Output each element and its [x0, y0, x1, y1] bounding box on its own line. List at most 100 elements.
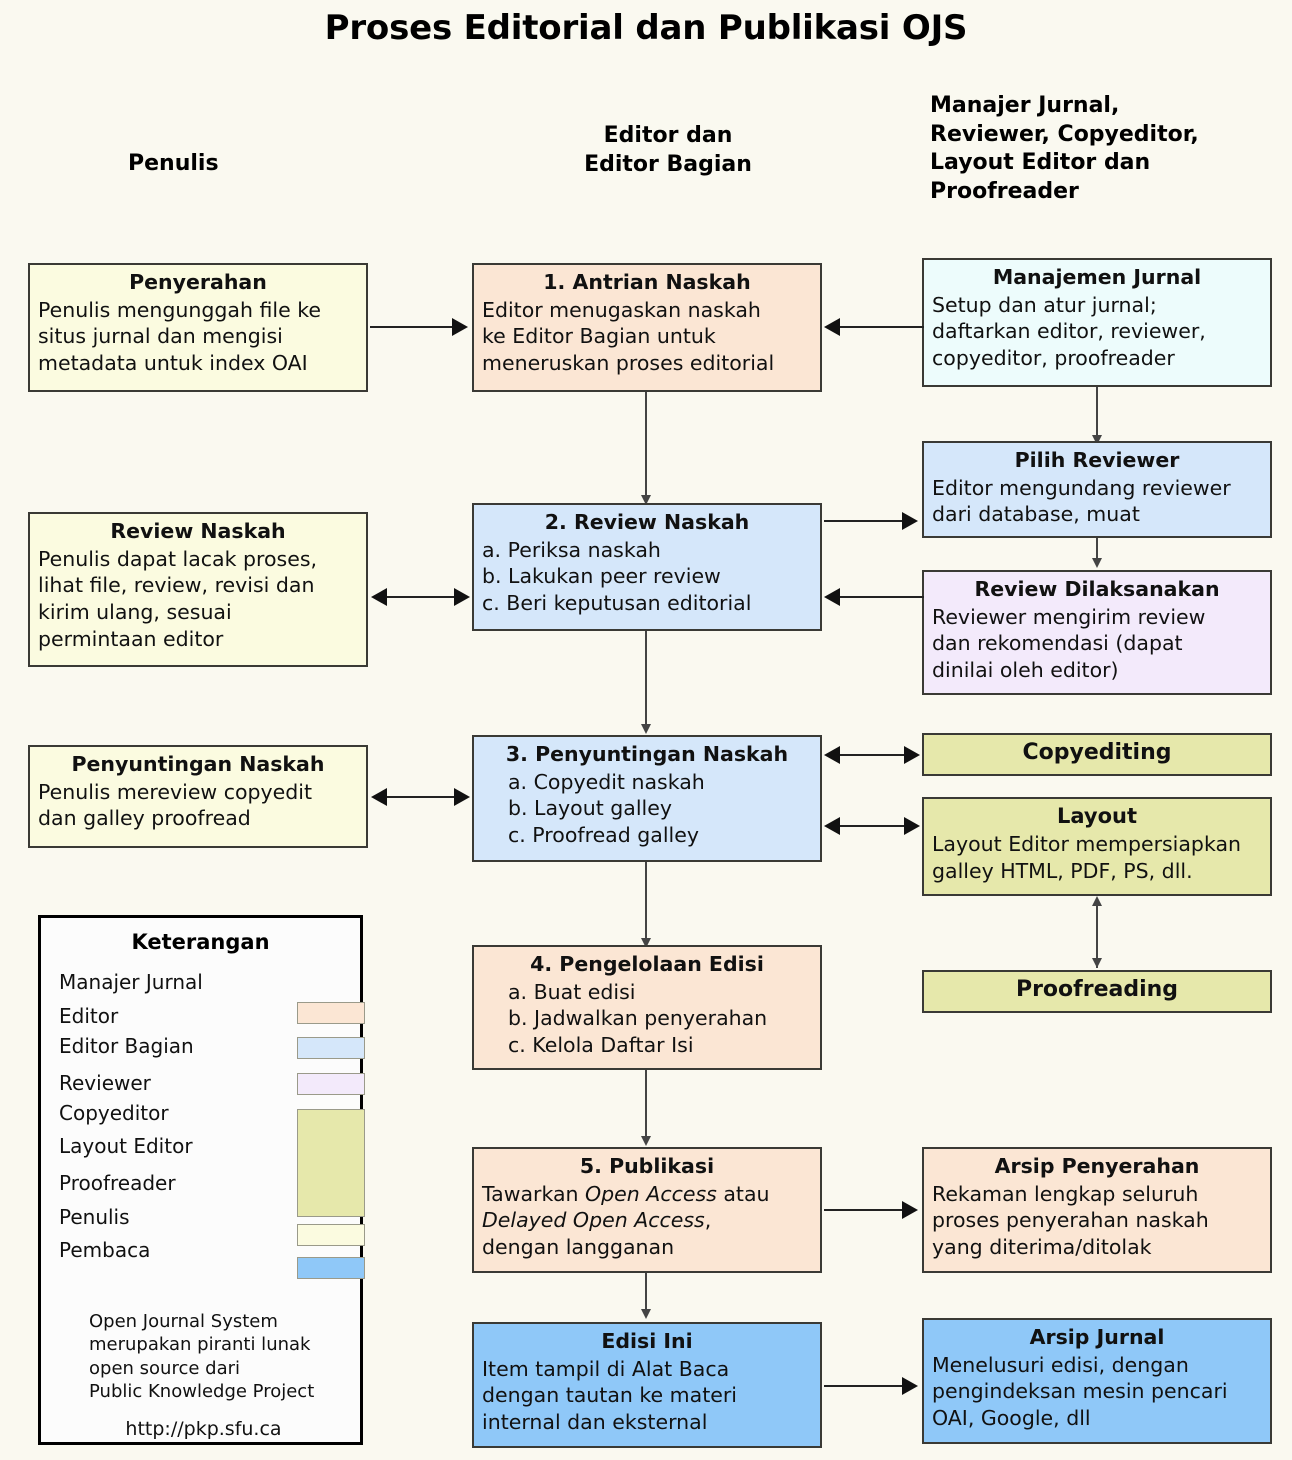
connector-layout-proofreading	[1096, 900, 1098, 968]
legend-title: Keterangan	[131, 930, 270, 954]
connector-penyuntingan-pengelolaan	[645, 862, 647, 940]
box-review-naskah[interactable]: 2. Review Naskah a. Periksa naskah b. La…	[472, 503, 822, 631]
box-edisi-ini-title: Edisi Ini	[601, 1329, 693, 1353]
box-edisi-ini-line3: internal dan eksternal	[482, 1409, 708, 1434]
column-heading-editor-line1: Editor dan	[603, 123, 733, 148]
arrowhead-publikasi-arsip	[902, 1201, 918, 1219]
arrowhead-layout-left	[824, 817, 840, 835]
connector-manajemen-antrian	[840, 326, 924, 328]
connector-publikasi-edisiini	[645, 1273, 647, 1311]
legend-swatch-pembaca	[297, 1257, 365, 1279]
connector-antrian-review	[645, 392, 647, 497]
box-arsip-jurnal[interactable]: Arsip Jurnal Menelusuri edisi, dengan pe…	[922, 1318, 1272, 1444]
box-pengelolaan-edisi-line3: c. Kelola Daftar Isi	[508, 1032, 694, 1057]
box-layout[interactable]: Layout Layout Editor mempersiapkan galle…	[922, 797, 1272, 896]
box-review-naskah-line2: b. Lakukan peer review	[482, 564, 721, 589]
arrowhead-penyerahan-antrian	[452, 318, 468, 336]
arrowhead-reviewpenulis-left	[371, 588, 387, 606]
box-penyuntingan-naskah-title: 3. Penyuntingan Naskah	[505, 742, 789, 766]
page-title: Proses Editorial dan Publikasi OJS	[324, 8, 968, 48]
connector-penyerahan-antrian	[370, 326, 454, 328]
legend-swatch-penulis	[297, 1224, 365, 1246]
legend-note-line4: Public Knowledge Project	[89, 1381, 315, 1403]
arrowhead-penyuntinganpenulis-right	[454, 788, 470, 806]
box-layout-line2: galley HTML, PDF, PS, dll.	[932, 858, 1193, 883]
arrowhead-copyediting-left	[824, 746, 840, 764]
box-review-naskah-penulis-title: Review Naskah	[110, 519, 286, 543]
box-publikasi-title: 5. Publikasi	[579, 1154, 715, 1178]
box-review-naskah-penulis-line4: permintaan editor	[38, 626, 224, 651]
arrowhead-publikasi-edisiini	[641, 1309, 651, 1319]
box-manajemen-jurnal[interactable]: Manajemen Jurnal Setup dan atur jurnal; …	[922, 258, 1272, 387]
box-publikasi-line1-emphasis: Open Access	[585, 1181, 717, 1206]
box-publikasi-line3: dengan langganan	[482, 1234, 675, 1259]
box-publikasi-line2-b: ,	[704, 1208, 712, 1233]
box-layout-title: Layout	[1056, 804, 1137, 828]
box-penyuntingan-naskah[interactable]: 3. Penyuntingan Naskah a. Copyedit naska…	[472, 735, 822, 862]
column-heading-manajer: Manajer Jurnal, Reviewer, Copyeditor, La…	[930, 92, 1290, 206]
arrowhead-review-pilihreviewer	[902, 512, 918, 530]
box-manajemen-jurnal-line2: daftarkan editor, reviewer,	[932, 319, 1206, 344]
legend-swatch-copyeditor-layout-proofreader	[297, 1109, 365, 1217]
connector-pengelolaan-publikasi	[645, 1070, 647, 1138]
legend-swatch-reviewer	[297, 1073, 365, 1095]
arrowhead-penyuntingan-pengelolaan	[641, 938, 651, 948]
arrowhead-copyediting-right	[904, 746, 920, 764]
box-manajemen-jurnal-line1: Setup dan atur jurnal;	[932, 292, 1157, 317]
box-edisi-ini[interactable]: Edisi Ini Item tampil di Alat Baca denga…	[472, 1322, 822, 1448]
connector-reviewdilaksanakan-review	[840, 596, 924, 598]
box-arsip-jurnal-line2: pengindeksan mesin pencari	[932, 1379, 1228, 1404]
legend-swatch-editor	[297, 1002, 365, 1024]
box-antrian-naskah[interactable]: 1. Antrian Naskah Editor menugaskan nask…	[472, 263, 822, 392]
box-pilih-reviewer-title: Pilih Reviewer	[1014, 448, 1180, 472]
arrowhead-layout-proofreading-up	[1092, 896, 1102, 906]
box-arsip-penyerahan-line2: proses penyerahan naskah	[932, 1208, 1209, 1233]
legend-url[interactable]: http://pkp.sfu.ca	[125, 1418, 282, 1440]
box-proofreading-title: Proofreading	[1015, 977, 1179, 1003]
arrowhead-manajemen-antrian	[824, 318, 840, 336]
legend-row-reviewer: Reviewer	[59, 1071, 151, 1095]
box-publikasi-line1-b: atau	[716, 1181, 770, 1206]
box-penyerahan[interactable]: Penyerahan Penulis mengunggah file ke si…	[28, 263, 368, 392]
box-penyuntingan-penulis-line1: Penulis mereview copyedit	[38, 779, 313, 804]
box-pengelolaan-edisi[interactable]: 4. Pengelolaan Edisi a. Buat edisi b. Ja…	[472, 945, 822, 1070]
box-copyediting[interactable]: Copyediting	[922, 733, 1272, 776]
box-arsip-jurnal-title: Arsip Jurnal	[1029, 1325, 1165, 1349]
column-heading-manajer-line2: Reviewer, Copyeditor,	[930, 121, 1199, 147]
connector-manajemen-pilihreviewer	[1096, 387, 1098, 437]
box-edisi-ini-line2: dengan tautan ke materi	[482, 1383, 737, 1408]
box-review-dilaksanakan[interactable]: Review Dilaksanakan Reviewer mengirim re…	[922, 570, 1272, 695]
box-antrian-naskah-line2: ke Editor Bagian untuk	[482, 324, 716, 349]
box-penyerahan-line3: metadata untuk index OAI	[38, 350, 308, 375]
box-penyerahan-title: Penyerahan	[129, 270, 267, 294]
box-arsip-jurnal-line1: Menelusuri edisi, dengan	[932, 1352, 1189, 1377]
legend-row-penulis: Penulis	[59, 1205, 130, 1229]
box-copyediting-title: Copyediting	[1022, 740, 1172, 766]
box-review-dilaksanakan-line2: dan rekomendasi (dapat	[932, 631, 1183, 656]
arrowhead-layout-right	[904, 817, 920, 835]
arrowhead-reviewpenulis-right	[454, 588, 470, 606]
box-review-naskah-penulis-line2: lihat file, review, revisi dan	[38, 573, 315, 598]
box-penyuntingan-penulis-line2: dan galley proofread	[38, 806, 251, 831]
box-publikasi[interactable]: 5. Publikasi Tawarkan Open Access atau D…	[472, 1147, 822, 1273]
box-review-naskah-penulis[interactable]: Review Naskah Penulis dapat lacak proses…	[28, 512, 368, 667]
legend-note: Open Journal System merupakan piranti lu…	[89, 1310, 314, 1404]
box-arsip-penyerahan-line1: Rekaman lengkap seluruh	[932, 1181, 1199, 1206]
legend-row-copyeditor: Copyeditor	[59, 1101, 169, 1125]
legend-swatch-editor-bagian	[297, 1037, 365, 1059]
arrowhead-pilihreviewer-dilaksanakan	[1092, 558, 1102, 568]
arrowhead-penyuntinganpenulis-left	[371, 788, 387, 806]
box-arsip-penyerahan-line3: yang diterima/ditolak	[932, 1234, 1152, 1259]
box-arsip-jurnal-line3: OAI, Google, dll	[932, 1405, 1091, 1430]
box-penyuntingan-penulis[interactable]: Penyuntingan Naskah Penulis mereview cop…	[28, 745, 368, 848]
column-heading-penulis: Penulis	[128, 151, 219, 176]
legend-row-pembaca: Pembaca	[59, 1238, 151, 1262]
legend-note-line2: merupakan piranti lunak	[89, 1334, 311, 1356]
legend-row-layout-editor: Layout Editor	[59, 1134, 193, 1158]
box-publikasi-line2: Delayed Open Access,	[482, 1207, 812, 1234]
box-arsip-penyerahan[interactable]: Arsip Penyerahan Rekaman lengkap seluruh…	[922, 1147, 1272, 1273]
box-pilih-reviewer[interactable]: Pilih Reviewer Editor mengundang reviewe…	[922, 441, 1272, 538]
box-publikasi-line2-emphasis: Delayed Open Access	[482, 1208, 705, 1233]
box-proofreading[interactable]: Proofreading	[922, 970, 1272, 1013]
box-pengelolaan-edisi-line2: b. Jadwalkan penyerahan	[508, 1006, 768, 1031]
